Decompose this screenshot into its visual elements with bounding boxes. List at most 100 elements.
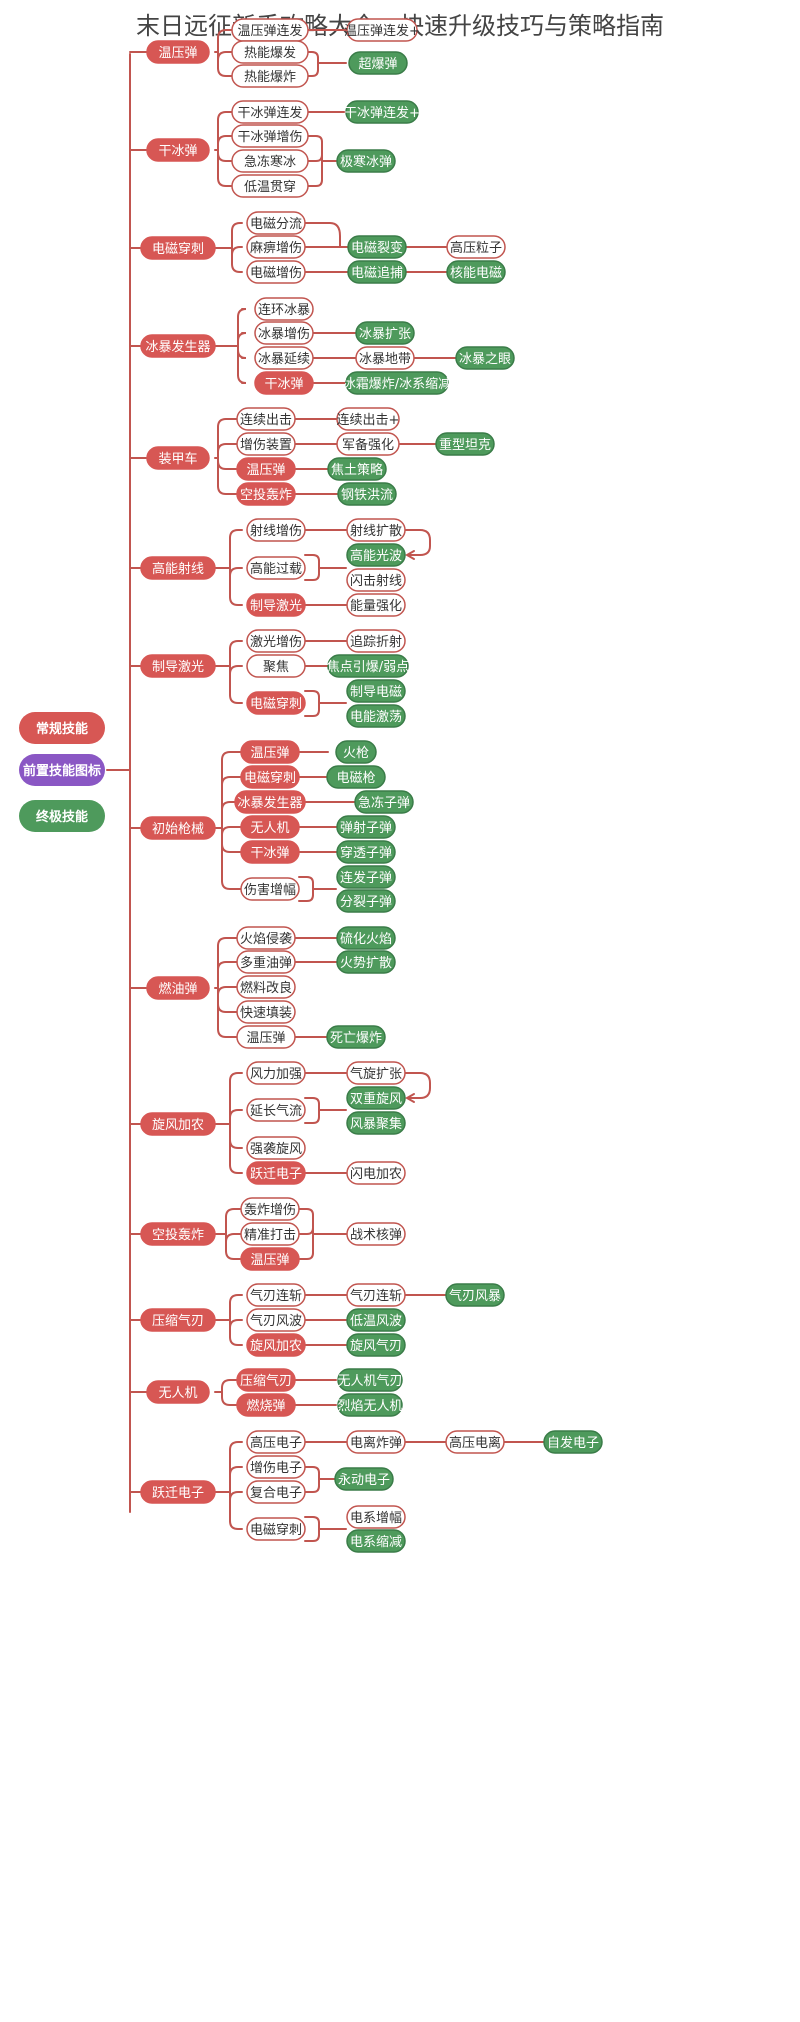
skill-node-label: 低温贯穿 <box>244 179 296 195</box>
child-node: 压缩气刃 <box>236 1368 296 1392</box>
target-node: 气刃连斩 <box>346 1283 406 1307</box>
legend-label: 前置技能图标 <box>23 763 101 779</box>
child-node: 电磁穿刺 <box>246 1517 306 1541</box>
child-node: 射线增伤 <box>246 518 306 542</box>
target-node: 连发子弹 <box>336 865 396 889</box>
target-node: 电系缩减 <box>346 1529 406 1553</box>
skill-node-label: 弹射子弹 <box>340 820 392 836</box>
skill-node-label: 气刃风波 <box>250 1313 302 1329</box>
skill-node-label: 冰暴之眼 <box>459 352 511 367</box>
target-node: 高能光波 <box>346 543 406 567</box>
child-node: 增伤装置 <box>236 432 296 456</box>
child-node: 无人机 <box>240 815 300 839</box>
legend-item: 终极技能 <box>19 800 105 832</box>
skill-node-label: 硫化火焰 <box>340 932 392 947</box>
skill-node-label: 高压电离 <box>449 1435 501 1451</box>
child-node: 冰暴增伤 <box>254 321 314 345</box>
child-node: 电磁分流 <box>246 211 306 235</box>
child-node: 精准打击 <box>240 1222 300 1246</box>
child-node: 制导激光 <box>246 593 306 617</box>
target-node: 烈焰无人机 <box>337 1393 403 1417</box>
child-node: 温压弹 <box>236 457 296 481</box>
skill-node-label: 延长气流 <box>250 1103 302 1119</box>
group-node: 初始枪械 <box>140 816 216 840</box>
skill-node-label: 气刃连斩 <box>250 1288 302 1304</box>
skill-node-label: 自发电子 <box>547 1435 599 1451</box>
skill-node-label: 无人机气刃 <box>337 1373 402 1389</box>
skill-node-label: 旋风气刃 <box>350 1338 402 1354</box>
skill-node-label: 电磁追捕 <box>351 265 403 281</box>
target-node: 制导电磁 <box>346 679 406 703</box>
skill-node-label: 冰暴发生器 <box>237 795 302 811</box>
skill-node-label: 压缩气刃 <box>152 1313 204 1329</box>
skill-node-label: 高能光波 <box>350 548 402 564</box>
skill-node-label: 连环冰暴 <box>258 302 310 318</box>
skill-node-label: 连续出击 <box>240 412 292 428</box>
skill-node-label: 干冰弹连发 <box>237 105 302 121</box>
skill-node-label: 温压弹 <box>246 1031 285 1046</box>
skill-node-label: 旋风加农 <box>152 1118 204 1133</box>
target-node: 战术核弹 <box>346 1222 406 1246</box>
skill-node-label: 低温风波 <box>350 1314 402 1329</box>
skill-node-label: 烈焰无人机 <box>337 1399 402 1414</box>
skill-node-label: 精准打击 <box>244 1228 296 1243</box>
target-node: 干冰弹连发+ <box>344 100 420 124</box>
skill-node-label: 无人机 <box>158 1386 197 1401</box>
skill-node-label: 分裂子弹 <box>340 895 392 910</box>
skill-node-label: 温压弹 <box>158 46 197 61</box>
child-node: 冰暴延续 <box>254 346 314 370</box>
target-node: 硫化火焰 <box>336 926 396 950</box>
skill-node-label: 燃料改良 <box>240 980 292 996</box>
child-node: 聚焦 <box>246 654 306 678</box>
skill-node-label: 重型坦克 <box>439 437 491 453</box>
child-node: 急冻寒冰 <box>231 149 309 173</box>
child-node: 旋风加农 <box>246 1333 306 1357</box>
skill-node-label: 增伤装置 <box>240 438 292 453</box>
child-node: 麻痹增伤 <box>246 235 306 259</box>
target-node: 冰暴之眼 <box>455 346 515 370</box>
skill-node-label: 温压弹连发 <box>237 23 302 39</box>
target-node: 自发电子 <box>543 1430 603 1454</box>
skill-node-label: 急冻寒冰 <box>244 154 296 170</box>
skill-node-label: 急冻子弹 <box>358 795 410 811</box>
child-node: 低温贯穿 <box>231 174 309 198</box>
skill-node-label: 电磁穿刺 <box>250 1522 302 1538</box>
legend-item: 前置技能图标 <box>19 754 105 786</box>
child-node: 干冰弹连发 <box>231 100 309 124</box>
skill-node-label: 跃迁电子 <box>152 1486 204 1501</box>
skill-node-label: 聚焦 <box>263 660 289 675</box>
child-node: 连环冰暴 <box>254 297 314 321</box>
target-node: 风暴聚集 <box>346 1111 406 1135</box>
skill-node-label: 永动电子 <box>338 1473 390 1488</box>
skill-node-label: 高压粒子 <box>450 240 502 256</box>
child-node: 轰炸增伤 <box>240 1197 300 1221</box>
target-node: 军备强化 <box>336 432 400 456</box>
skill-node-label: 干冰弹 <box>250 846 289 861</box>
child-node: 连续出击 <box>236 407 296 431</box>
group-node: 电磁穿刺 <box>140 236 216 260</box>
group-node: 制导激光 <box>140 654 216 678</box>
group-node: 装甲车 <box>146 446 210 470</box>
skill-node-label: 干冰弹 <box>158 144 197 159</box>
child-node: 延长气流 <box>246 1098 306 1122</box>
skill-node-label: 跃迁电子 <box>250 1167 302 1182</box>
skill-node-label: 多重油弹 <box>240 955 292 971</box>
target-node: 穿透子弹 <box>336 840 396 864</box>
target-node: 火枪 <box>335 740 377 764</box>
child-node: 温压弹 <box>240 740 300 764</box>
target-node: 连续出击+ <box>336 407 400 431</box>
skill-node-label: 闪电加农 <box>350 1167 402 1182</box>
target-node: 死亡爆炸 <box>326 1025 386 1049</box>
target-node: 电系增幅 <box>346 1505 406 1529</box>
skill-node-label: 制导激光 <box>250 599 302 614</box>
skill-node-label: 高能射线 <box>152 561 204 577</box>
target-node: 弹射子弹 <box>336 815 396 839</box>
skill-node-label: 射线扩散 <box>350 523 402 539</box>
skill-node-label: 焦点引爆/弱点 <box>327 660 409 675</box>
child-node: 增伤电子 <box>246 1455 306 1479</box>
skill-node-label: 强袭旋风 <box>250 1142 302 1157</box>
target-node: 焦点引爆/弱点 <box>327 654 409 678</box>
skill-node-label: 电磁裂变 <box>351 240 403 256</box>
skill-node-label: 冰霜爆炸/冰系缩减 <box>343 376 451 392</box>
legend-item: 常规技能 <box>19 712 105 744</box>
